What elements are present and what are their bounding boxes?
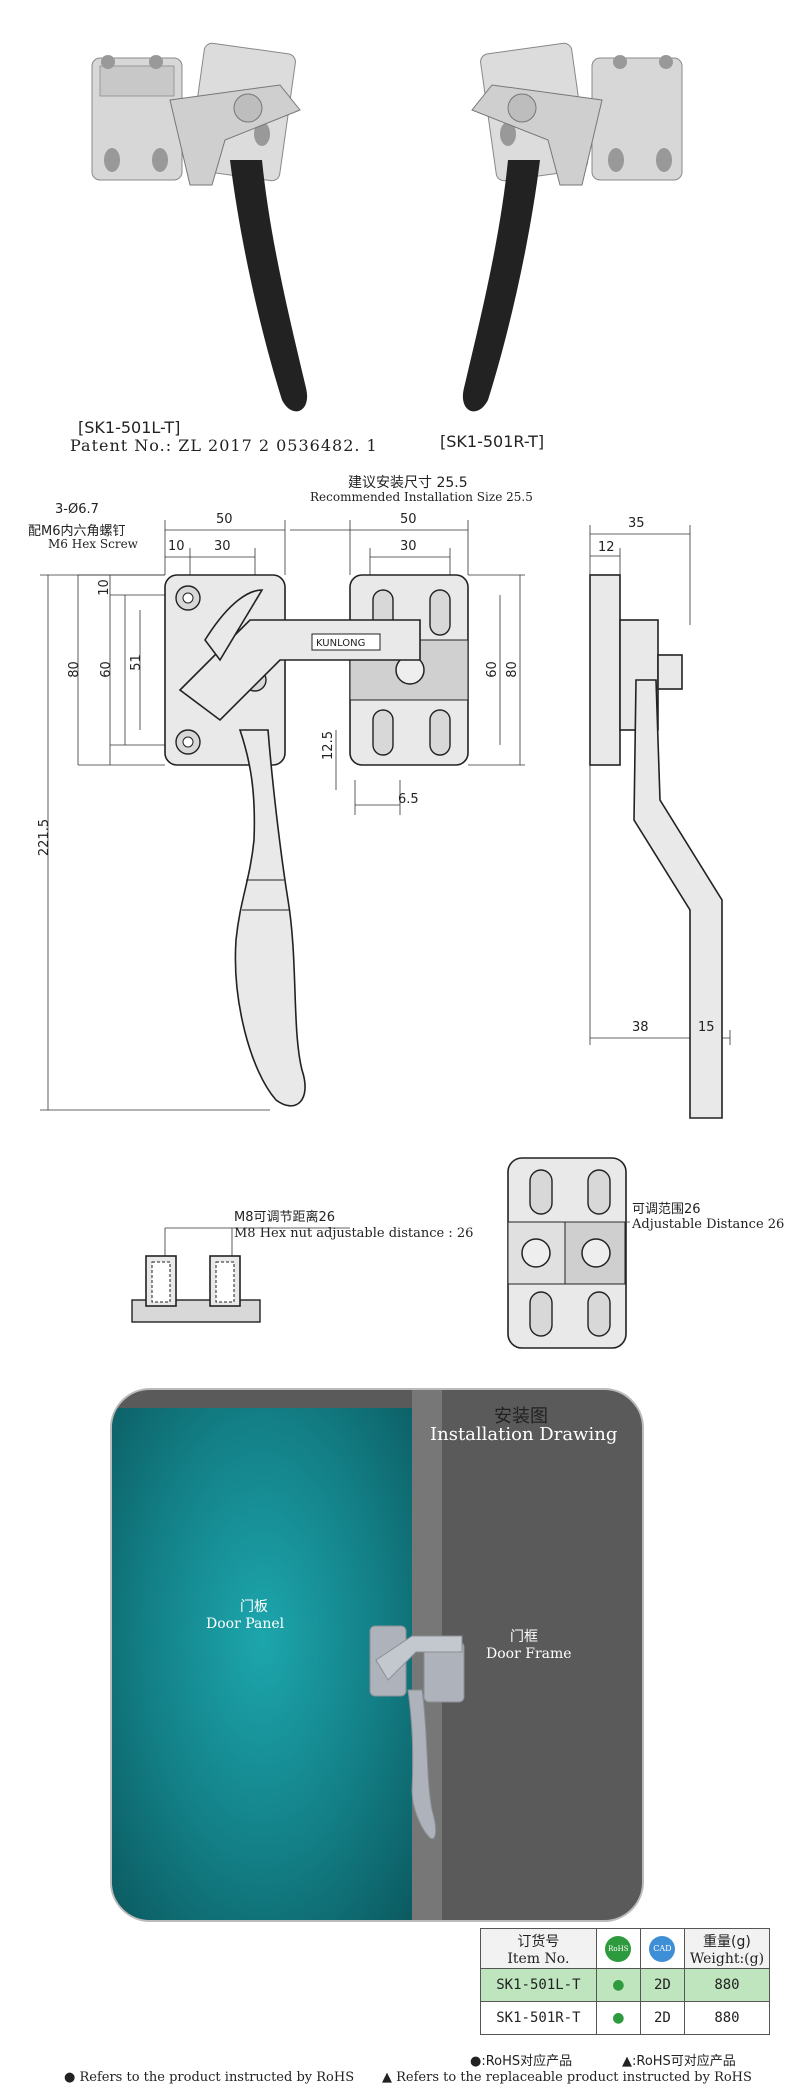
nut-label-en: M8 Hex nut adjustable distance : 26: [234, 1226, 474, 1241]
row-item: SK1-501L-T: [480, 1968, 597, 2002]
door-panel-cn: 门板: [240, 1599, 268, 1615]
install-size-en: Recommended Installation Size 25.5: [310, 490, 533, 504]
dim-top-left-50: 50: [216, 512, 233, 527]
hole-spec: 3-Ø6.7: [55, 502, 99, 517]
header-item-no: 订货号 Item No.: [480, 1928, 597, 1969]
cad-icon: CAD: [649, 1935, 676, 1962]
right-latch-photo: [462, 42, 683, 412]
hole-screw-cn: 配M6内六角螺钉: [28, 524, 126, 539]
front-view-drawing: KUNLONG: [40, 520, 525, 1111]
nut-view-drawing: [131, 1227, 350, 1323]
table-row: SK1-501R-T ● 2D 880: [480, 2001, 771, 2035]
brand-on-arm: KUNLONG: [316, 638, 365, 649]
keeper-label-cn: 可调范围26: [632, 1202, 701, 1217]
dim-side-35: 35: [628, 516, 645, 531]
row-weight: 880: [683, 1968, 771, 2002]
dim-side-38: 38: [632, 1020, 649, 1035]
dim-right-30: 30: [400, 539, 417, 554]
product-photos: [91, 42, 683, 412]
hole-screw-en: M6 Hex Screw: [48, 537, 138, 551]
row-cad: 2D: [639, 1968, 685, 2002]
side-view-drawing: [589, 525, 731, 1119]
legend-replaceable-cn: ▲:RoHS可对应产品: [622, 2054, 736, 2069]
dim-left-10: 10: [168, 539, 185, 554]
dim-h-6-5: 6.5: [398, 792, 419, 807]
dim-side-15: 15: [698, 1020, 715, 1035]
legend-rohs-en: ● Refers to the product instructed by Ro…: [64, 2070, 355, 2085]
patent-number: Patent No.: ZL 2017 2 0536482. 1: [70, 436, 378, 455]
keeper-label-en: Adjustable Distance 26: [632, 1217, 785, 1232]
legend-replaceable-en: ▲ Refers to the replaceable product inst…: [382, 2070, 752, 2085]
door-frame-cn: 门框: [510, 1629, 538, 1645]
legend-rohs-cn: ●:RoHS对应产品: [470, 2054, 573, 2069]
installation-title-en: Installation Drawing: [430, 1424, 618, 1445]
table-row: SK1-501L-T ● 2D 880: [480, 1968, 771, 2002]
install-size-cn: 建议安装尺寸 25.5: [348, 475, 468, 491]
installation-drawing: [110, 1388, 644, 1922]
row-cad: 2D: [639, 2001, 685, 2035]
keeper-view-drawing: [507, 1157, 630, 1349]
row-rohs: ●: [595, 1968, 641, 2002]
installation-title-cn: 安装图: [494, 1406, 548, 1427]
header-rohs: RoHS: [595, 1928, 641, 1969]
dim-side-12: 12: [598, 540, 615, 555]
door-frame-en: Door Frame: [486, 1646, 572, 1662]
left-model-label: [SK1-501L-T]: [78, 418, 181, 437]
dim-top-right-50: 50: [400, 512, 417, 527]
row-rohs: ●: [595, 2001, 641, 2035]
row-item: SK1-501R-T: [480, 2001, 597, 2035]
installed-latch: [369, 1625, 465, 1840]
right-model-label: [SK1-501R-T]: [440, 432, 545, 451]
row-weight: 880: [683, 2001, 771, 2035]
rohs-icon: RoHS: [605, 1935, 632, 1962]
header-cad: CAD: [639, 1928, 685, 1969]
order-table: 订货号 Item No. RoHS CAD 重量(g) Weight:(g) S…: [480, 1928, 771, 2035]
left-latch-photo: [91, 42, 308, 412]
header-weight: 重量(g) Weight:(g): [683, 1928, 771, 1969]
dim-left-30: 30: [214, 539, 231, 554]
nut-label-cn: M8可调节距离26: [234, 1210, 336, 1225]
door-panel: [112, 1408, 412, 1920]
door-panel-en: Door Panel: [206, 1616, 285, 1632]
